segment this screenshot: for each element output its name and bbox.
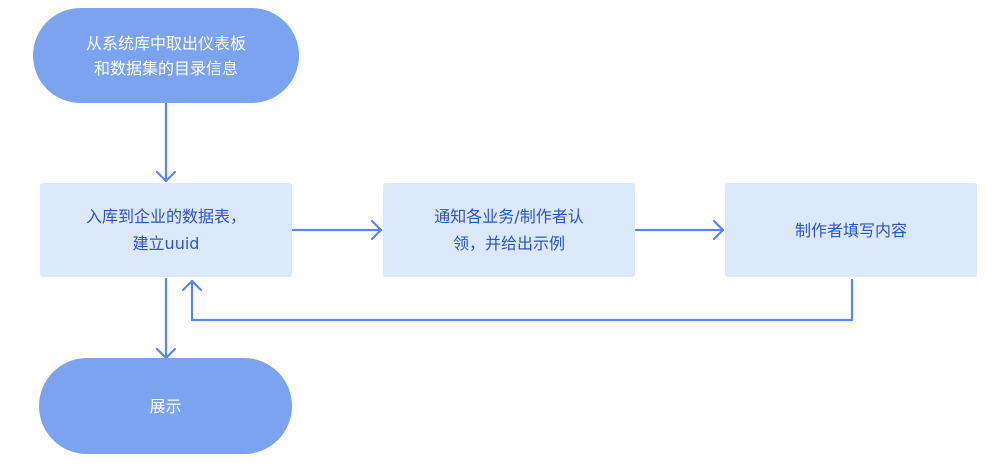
fill-node-label: 制作者填写内容	[794, 220, 907, 240]
notify-node-label: 通知各业务/制作者认 领，并给出示例	[434, 207, 584, 253]
store-node-label: 入库到企业的数据表， 建立uuid	[85, 207, 246, 253]
store-uuid-process-node: 入库到企业的数据表， 建立uuid	[40, 183, 292, 277]
fill-content-process-node: 制作者填写内容	[725, 183, 977, 277]
arrowhead-fill-back-to-store	[181, 279, 203, 292]
arrow-fill-back-to-store	[190, 278, 854, 322]
arrowhead-start-to-store	[155, 170, 177, 183]
notify-claim-process-node: 通知各业务/制作者认 领，并给出示例	[383, 183, 635, 277]
show-terminal-node: 展示	[39, 358, 292, 454]
start-node-label: 从系统库中取出仪表板 和数据集的目录信息	[85, 33, 246, 78]
arrowhead-notify-to-fill	[712, 219, 725, 241]
arrowhead-store-to-notify	[370, 219, 383, 241]
show-node-label: 展示	[149, 396, 182, 416]
start-terminal-node: 从系统库中取出仪表板 和数据集的目录信息	[33, 8, 299, 103]
